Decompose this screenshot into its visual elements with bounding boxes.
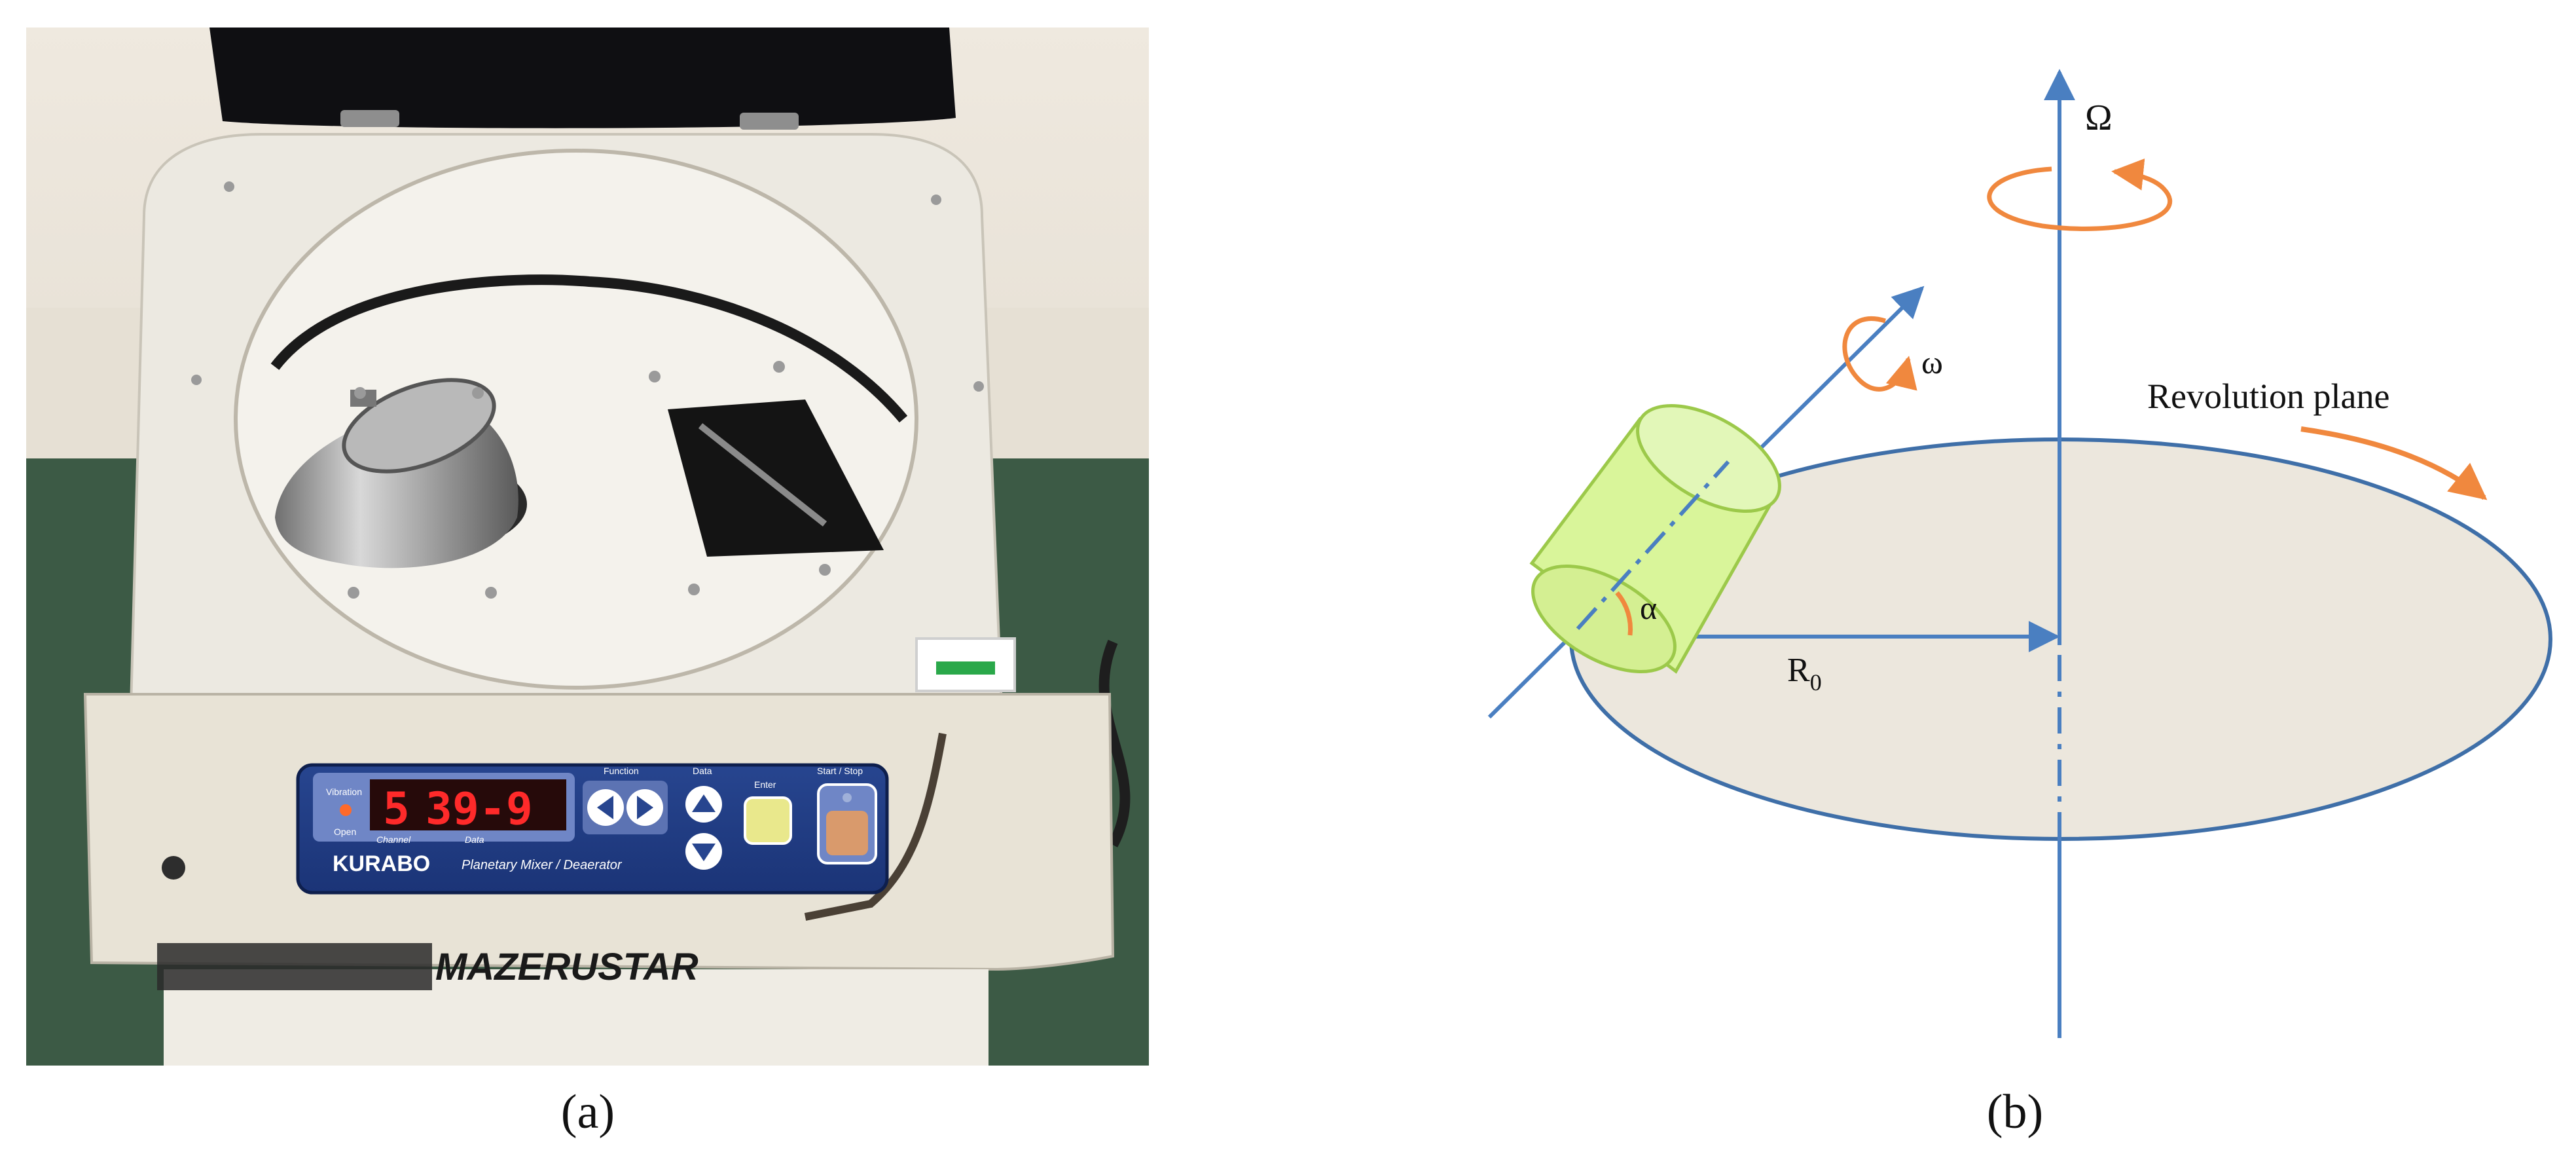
- label-vibration: Vibration: [326, 787, 362, 797]
- data-up-button[interactable]: [685, 786, 722, 823]
- label-radius-main: R: [1787, 652, 1810, 689]
- revolution-direction-arrow: [2300, 426, 2488, 500]
- alpha-arc: [1615, 591, 1633, 636]
- caption-a: (a): [561, 1085, 615, 1139]
- panel-b-diagram: Ω R0 α ω Revolution plane: [1487, 69, 2552, 1038]
- label-small-omega: ω: [1921, 344, 1943, 381]
- label-channel: Channel: [376, 834, 411, 845]
- panel-a-photo: 5 39-9 Vibration Open Channel Data Funct…: [26, 28, 1149, 1066]
- start-indicator-led: [843, 793, 852, 802]
- cylinder-top: [1636, 403, 1781, 513]
- counterweight-holder: [668, 399, 884, 557]
- inclined-axis-dashed: [1576, 460, 1730, 631]
- led-display: [370, 779, 566, 830]
- label-data: Data: [465, 834, 484, 845]
- caption-b: (b): [1987, 1085, 2043, 1139]
- hinge-right: [740, 113, 799, 130]
- function-right-button[interactable]: [626, 789, 663, 826]
- display-data: 39-9: [426, 783, 533, 835]
- steel-container: [275, 378, 527, 568]
- data-down-button[interactable]: [685, 833, 722, 870]
- label-big-omega: Ω: [2085, 98, 2113, 138]
- label-open: Open: [334, 827, 356, 837]
- chevron-down-icon: [692, 844, 716, 861]
- label-alpha: α: [1640, 589, 1657, 626]
- front-hole: [162, 856, 185, 880]
- label-start-stop: Start / Stop: [817, 766, 863, 776]
- brand-logo: KURABO: [333, 851, 430, 876]
- label-plate: [157, 943, 432, 990]
- hinge-left: [340, 110, 399, 127]
- label-radius: R0: [1787, 652, 1822, 696]
- label-revolution-plane: Revolution plane: [2147, 377, 2389, 416]
- omega-rotation-arrow: [1987, 158, 2173, 231]
- start-stop-pad: [826, 811, 868, 855]
- open-lid: [209, 28, 956, 128]
- open-indicator-led: [340, 804, 352, 816]
- product-name: Planetary Mixer / Deaerator: [462, 858, 623, 872]
- chevron-up-icon: [692, 794, 716, 812]
- body-logo: MAZERUSTAR: [435, 946, 698, 988]
- chamber-rim-shadow: [270, 274, 908, 423]
- control-panel: 5 39-9 Vibration Open Channel Data Funct…: [296, 763, 889, 895]
- label-enter: Enter: [754, 779, 776, 790]
- function-left-button[interactable]: [587, 789, 624, 826]
- chevron-left-icon: [597, 796, 613, 819]
- front-crack: [804, 732, 947, 921]
- label-data-top: Data: [693, 766, 712, 776]
- sticker-green-label: [936, 661, 995, 675]
- label-radius-sub: 0: [1810, 669, 1822, 696]
- screws: [191, 181, 984, 599]
- power-cable: [1098, 639, 1131, 847]
- small-omega-arrow: [1842, 316, 1917, 392]
- label-function: Function: [604, 766, 639, 776]
- cylinder-bottom: [1531, 564, 1677, 674]
- chevron-right-icon: [637, 796, 653, 819]
- enter-button[interactable]: [744, 796, 792, 845]
- display-channel: 5: [383, 783, 410, 835]
